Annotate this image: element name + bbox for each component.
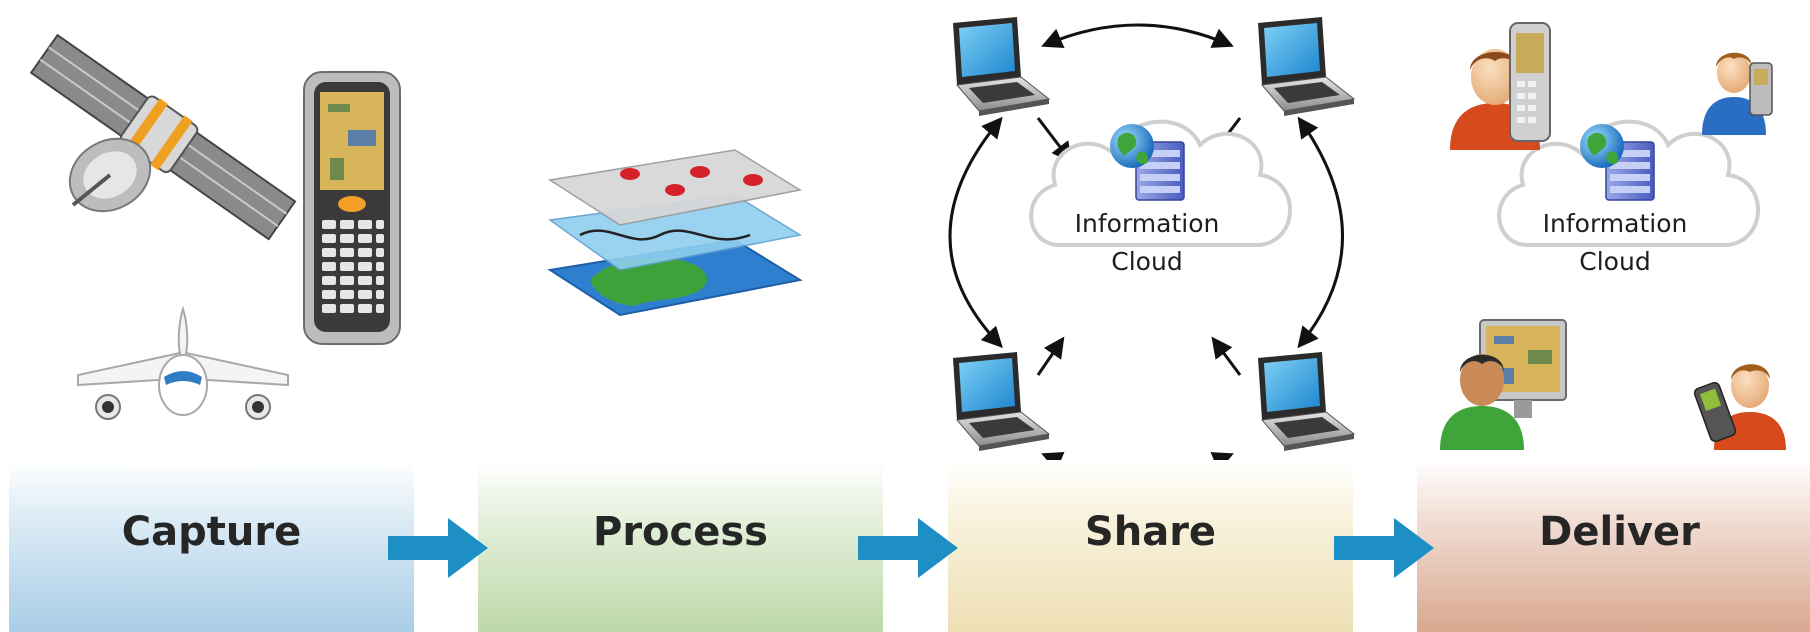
server-globe-icon [1579,123,1655,201]
stage-share: Share [948,460,1353,632]
map-layers-icon [547,149,803,317]
flow-arrow-icon [858,518,958,578]
deliver-cloud-line2: Cloud [1579,247,1651,276]
mobile-phone-icon [1749,62,1773,116]
share-cloud-line1: Information [1074,209,1220,238]
airplane-icon [77,305,289,420]
satellite-icon [29,33,297,241]
stage-process: Process [478,460,883,632]
stage-capture-label: Capture [121,509,302,555]
deliver-cloud-line1: Information [1542,209,1688,238]
person-icon [1440,319,1567,450]
stage-process-label: Process [593,509,768,555]
deliver-cloud-label: Information Cloud [1525,205,1705,281]
stage-deliver-label: Deliver [1539,509,1700,555]
person-icon [1702,52,1773,135]
mobile-phone-icon [1509,22,1551,142]
stage-capture: Capture [9,460,414,632]
share-cloud-line2: Cloud [1111,247,1183,276]
server-globe-icon [1109,123,1185,201]
flow-arrow-icon [388,518,488,578]
stage-share-label: Share [1084,509,1217,555]
laptop-icon[interactable] [945,15,1055,120]
flow-arrow-icon [1334,518,1434,578]
handheld-device-icon [303,71,401,345]
laptop-icon[interactable] [945,350,1055,455]
person-icon [1693,364,1786,450]
stage-deliver: Deliver [1417,460,1810,632]
person-icon [1450,22,1551,150]
laptop-icon[interactable] [1250,350,1360,455]
laptop-icon[interactable] [1250,15,1360,120]
share-cloud-label: Information Cloud [1057,205,1237,281]
mobile-phone-icon [1693,381,1737,443]
